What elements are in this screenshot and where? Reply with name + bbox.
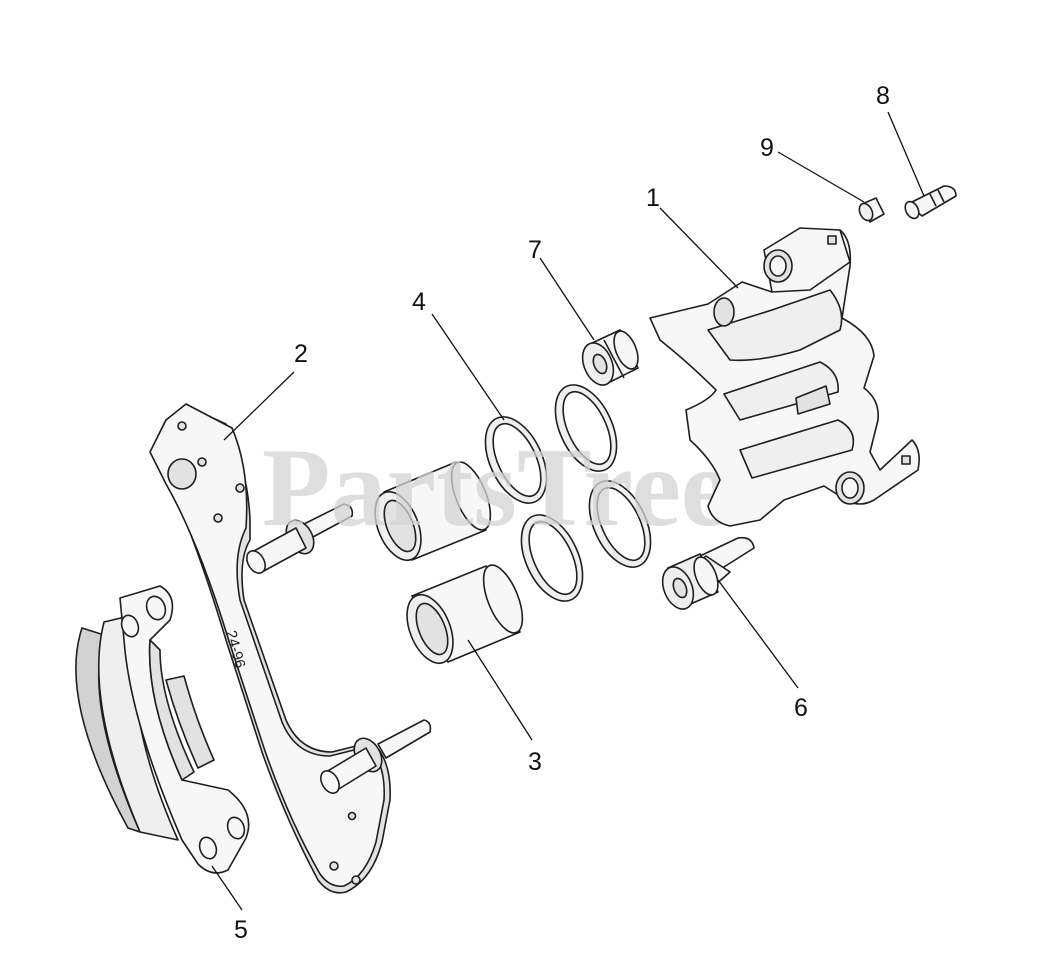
callout-2[interactable]: 2 xyxy=(294,340,308,368)
callout-numbers: 1 2 3 4 5 6 7 8 9 xyxy=(234,82,890,944)
callout-9[interactable]: 9 xyxy=(760,134,774,162)
leader-8 xyxy=(887,111,925,197)
callout-5[interactable]: 5 xyxy=(234,916,248,944)
part-4-seal-rings[interactable] xyxy=(473,375,663,610)
part-8-bleeder-screw[interactable] xyxy=(902,185,957,221)
part-9-cap[interactable] xyxy=(857,197,885,223)
callout-4[interactable]: 4 xyxy=(412,288,426,316)
watermark-text: PartsTree xyxy=(262,426,731,550)
part-7-bushing[interactable] xyxy=(577,328,643,390)
part-1-caliper-housing[interactable] xyxy=(649,227,920,527)
leader-6 xyxy=(717,579,799,689)
leader-5 xyxy=(211,865,243,911)
callout-8[interactable]: 8 xyxy=(876,82,890,110)
callout-6[interactable]: 6 xyxy=(794,694,808,722)
callout-7[interactable]: 7 xyxy=(528,236,542,264)
callout-1[interactable]: 1 xyxy=(646,184,660,212)
part-3-piston-lower[interactable] xyxy=(398,560,530,670)
callout-3[interactable]: 3 xyxy=(528,748,542,776)
part-3-piston-upper[interactable] xyxy=(366,457,498,567)
leader-1 xyxy=(659,207,739,289)
leader-9 xyxy=(777,151,865,203)
part-5-brake-pad[interactable] xyxy=(75,585,250,874)
leader-3 xyxy=(467,639,533,741)
leader-4 xyxy=(431,313,505,421)
leader-7 xyxy=(539,257,595,341)
leader-lines xyxy=(211,111,925,911)
leader-2 xyxy=(223,371,295,441)
part-2-mounting-bracket[interactable] xyxy=(149,403,432,894)
part-6-fitting[interactable] xyxy=(657,536,755,614)
